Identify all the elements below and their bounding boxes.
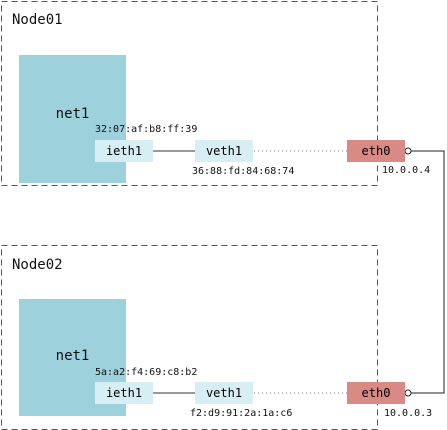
node01-namespace-label: net1 (55, 106, 90, 122)
node01-veth1-box: veth1 (195, 140, 253, 162)
node01-ip-address: 10.0.0.4 (382, 165, 431, 176)
node02-ieth1-box: ieth1 (95, 382, 153, 404)
node02-eth0-port (404, 389, 412, 397)
node01-ieth1-mac: 32:07:af:b8:ff:39 (95, 124, 198, 135)
node01-ieth1-box: ieth1 (95, 140, 153, 162)
node02-veth1-mac: f2:d9:91:2a:1a:c6 (190, 408, 293, 419)
node02-ieth1-mac: 5a:a2:f4:69:c8:b2 (95, 367, 198, 378)
node01-eth0-port (404, 147, 412, 155)
physical-cable (411, 150, 445, 394)
node02-title: Node02 (12, 257, 63, 273)
node02-ip-address: 10.0.0.3 (384, 408, 433, 419)
node02-veth1-box: veth1 (195, 382, 253, 404)
node01-eth0-box: eth0 (347, 140, 405, 162)
node02-namespace-label: net1 (55, 348, 90, 364)
node02-eth0-box: eth0 (347, 382, 405, 404)
node01-title: Node01 (12, 12, 63, 28)
node01-veth1-mac: 36:88:fd:84:68:74 (192, 166, 295, 177)
